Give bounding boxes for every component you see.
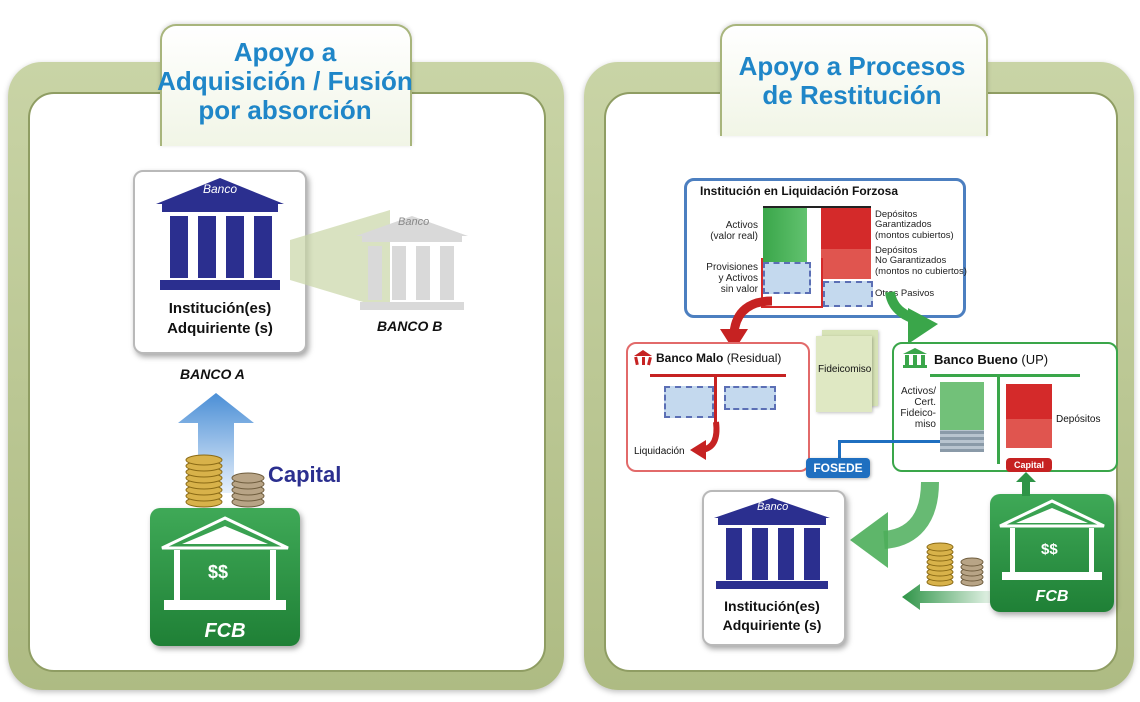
good-assets-line3: Fideico- <box>900 408 936 419</box>
good-bank-capital-badge: Capital <box>1006 458 1052 472</box>
liquidation-deposits-guaranteed-block <box>821 207 871 249</box>
liquidation-box-title: Institución en Liquidación Forzosa <box>700 184 899 198</box>
right-title-tab <box>720 24 988 136</box>
right-fcb-symbol: $$ <box>1041 541 1058 558</box>
deposits-unguaranteed-label: Depósitos No Garantizados (montos no cub… <box>875 245 967 277</box>
left-fcb-symbol: $$ <box>208 562 229 582</box>
good-bank-title-main: Banco Bueno <box>934 352 1018 367</box>
left-title-line1: Apoyo a <box>233 37 337 67</box>
liquidation-arrow-icon <box>690 421 720 460</box>
assets-label-line1: Activos <box>725 220 758 231</box>
good-bank-assets-label: Activos/ Cert. Fideico- miso <box>894 386 936 430</box>
bad-bank-title-sub: (Residual) <box>726 351 782 365</box>
good-bank-icon <box>903 348 927 368</box>
bad-bank-vert-line <box>714 374 717 440</box>
trust-paper-front <box>816 336 872 412</box>
assets-label: Activos (valor real) <box>700 220 758 242</box>
good-bank-deposits-block <box>1006 384 1052 448</box>
good-bank-vert-line <box>997 374 1000 464</box>
fosede-badge: FOSEDE <box>806 458 870 478</box>
liquidation-split-white <box>807 207 821 262</box>
fosede-connector-down <box>838 440 841 458</box>
liquidation-other-liabilities-block <box>823 281 873 307</box>
liquidation-deposits-unguaranteed-block <box>821 249 871 279</box>
trust-label: Fideicomiso <box>818 364 872 375</box>
left-title-tab <box>160 24 412 146</box>
bank-a-caption-line1: Institución(es) <box>168 300 272 317</box>
liquidation-label: Liquidación <box>634 446 685 457</box>
left-title-line3: por absorción <box>198 95 372 126</box>
acquirer-sign: Banco <box>757 501 789 513</box>
deposits-guaranteed-line3: (montos cubiertos) <box>875 229 954 241</box>
good-bank-top-line <box>930 374 1080 377</box>
bad-bank-asset-right <box>724 386 776 410</box>
good-bank-deposits-label: Depósitos <box>1056 414 1101 425</box>
right-title-line1: Apoyo a Procesos <box>738 51 966 81</box>
left-title: Apoyo a Adquisición / Fusión por absorci… <box>150 37 420 126</box>
bad-bank-icon <box>634 350 652 366</box>
good-bank-assets-block <box>940 382 984 430</box>
bank-a-building-icon <box>156 178 284 290</box>
bad-bank-title-main: Banco Malo <box>656 351 724 365</box>
bank-b-name: BANCO B <box>377 318 443 334</box>
deposits-unguaranteed-line3: (montos no cubiertos) <box>875 265 967 277</box>
fcb-to-capital-arrow-icon <box>1016 472 1036 496</box>
bank-b-building-icon <box>356 216 468 310</box>
good-assets-line2: Cert. <box>914 397 936 408</box>
liquidation-red-outline <box>761 258 823 308</box>
acquirer-building-icon <box>714 498 830 589</box>
left-title-line2: Adquisición / Fusión <box>157 66 413 97</box>
fosede-connector <box>838 440 940 443</box>
right-title-line2: de Restitución <box>762 80 942 111</box>
good-bank-box <box>892 342 1118 472</box>
good-bank-title: Banco Bueno (UP) <box>934 352 1048 367</box>
deposits-guaranteed-label: Depósitos Garantizados (montos cubiertos… <box>875 209 954 241</box>
right-fcb-name: FCB <box>1035 588 1069 605</box>
bank-a-sign: Banco <box>203 182 238 196</box>
bank-b-sign: Banco <box>398 216 430 228</box>
left-fcb-name: FCB <box>204 620 246 642</box>
bad-bank-title: Banco Malo (Residual) <box>656 351 781 365</box>
provisions-label: Provisiones y Activos sin valor <box>696 262 758 295</box>
bad-bank-top-line <box>650 374 786 377</box>
deposits-unguaranteed-line1: Depósitos <box>875 245 918 256</box>
good-assets-line1: Activos/ <box>900 386 936 397</box>
good-bank-title-sub: (UP) <box>1021 352 1049 367</box>
bad-bank-box <box>626 342 810 472</box>
deposits-unguaranteed-line2: No Garantizados <box>875 255 947 267</box>
left-fcb-building-icon <box>161 516 289 610</box>
fcb-to-acquirer-arrow-icon <box>902 584 992 610</box>
right-title: Apoyo a Procesos de Restitución <box>716 51 988 111</box>
acquirer-caption-line1: Institución(es) <box>724 598 820 614</box>
right-fcb-building-icon <box>999 499 1105 580</box>
bank-a-caption-line2: Adquiriente (s) <box>167 320 273 337</box>
assets-label-line2: (valor real) <box>710 231 758 242</box>
liquidation-top-line <box>763 206 871 208</box>
deposits-guaranteed-line2: Garantizados <box>875 219 932 231</box>
provisions-label-line2: y Activos <box>718 273 758 284</box>
deposits-guaranteed-line1: Depósitos <box>875 209 918 220</box>
provisions-label-line3: sin valor <box>720 284 758 295</box>
to-good-bank-arrow-icon <box>885 290 938 344</box>
bank-a-name: BANCO A <box>180 366 245 382</box>
to-bad-bank-arrow-icon <box>720 296 773 351</box>
other-liabilities-label: Otros Pasivos <box>875 288 935 299</box>
good-bank-trust-cert-block <box>940 430 984 452</box>
capital-label: Capital <box>268 462 342 487</box>
bad-bank-asset-left <box>664 386 714 418</box>
acquirer-caption-line2: Adquiriente (s) <box>722 617 822 633</box>
to-acquirer-arrow-icon <box>850 481 939 568</box>
coins-icon <box>185 454 265 508</box>
good-assets-line4: miso <box>914 419 936 430</box>
capital-up-arrow-icon <box>178 393 254 493</box>
provisions-label-line1: Provisiones <box>706 262 758 273</box>
liquidation-provisions-block <box>763 262 811 294</box>
right-coins-icon <box>926 542 984 587</box>
liquidation-assets-block <box>763 207 807 262</box>
